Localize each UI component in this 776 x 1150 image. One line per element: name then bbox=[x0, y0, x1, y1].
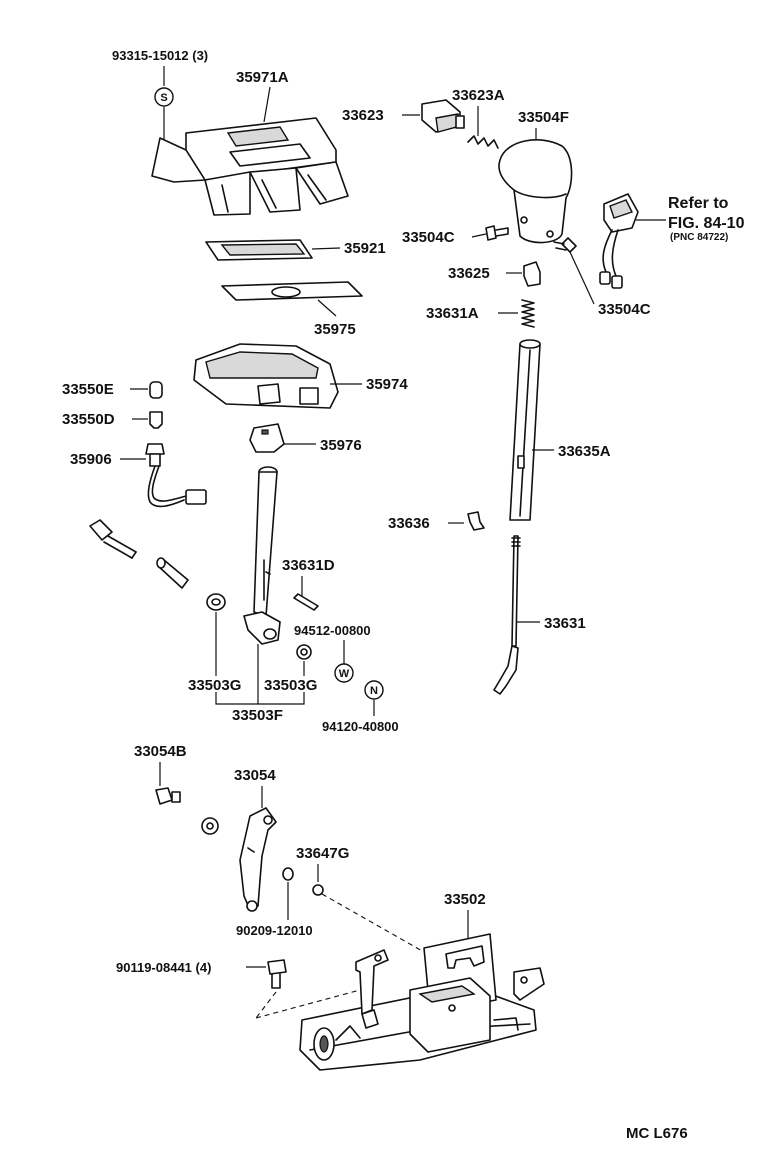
lever-labels: 33503G 33503G 33503F bbox=[188, 677, 317, 724]
rod-33631: 33631 bbox=[493, 535, 586, 695]
label-33631: 33631 bbox=[544, 615, 586, 632]
symbol-s-icon bbox=[154, 87, 174, 107]
slide-plate-35975: 35975 bbox=[221, 281, 363, 338]
label-33636: 33636 bbox=[388, 515, 430, 532]
label-33647G: 33647G bbox=[296, 845, 349, 862]
symbol-s-text: S bbox=[160, 92, 167, 104]
label-35976: 35976 bbox=[320, 437, 362, 454]
shift-lock-switch bbox=[599, 193, 666, 289]
nut-lower bbox=[201, 817, 219, 835]
shift-lever-33503F bbox=[243, 466, 281, 704]
shift-knob-33504F: 33504F bbox=[498, 109, 573, 244]
plate-35921: 35921 bbox=[205, 239, 386, 261]
label-90209-12010: 90209-12010 bbox=[236, 923, 313, 938]
label-33054B: 33054B bbox=[134, 743, 187, 760]
nut-94120-40800: N 94120-40800 bbox=[322, 680, 399, 734]
label-33503G-right: 33503G bbox=[264, 677, 317, 694]
label-33504C-right: 33504C bbox=[598, 301, 651, 318]
console-cover-35971A: 35971A bbox=[151, 69, 349, 216]
symbol-w-icon bbox=[334, 663, 354, 683]
button-33623: 33623 bbox=[342, 99, 465, 133]
bulb-33550D: 33550D bbox=[62, 411, 163, 429]
label-33623A: 33623A bbox=[452, 87, 505, 104]
clip-33636: 33636 bbox=[388, 511, 485, 532]
indicator-housing-35974: 35974 bbox=[193, 343, 408, 409]
label-35975: 35975 bbox=[314, 321, 356, 338]
label-33631A: 33631A bbox=[426, 305, 479, 322]
screw-33504C-left: 33504C bbox=[402, 225, 509, 246]
pin-33631D: 33631D bbox=[282, 557, 335, 611]
bushing-33503G-right bbox=[296, 644, 312, 676]
label-35974: 35974 bbox=[366, 376, 408, 393]
bolt-left bbox=[89, 519, 137, 559]
label-33054: 33054 bbox=[234, 767, 276, 784]
label-33623: 33623 bbox=[342, 107, 384, 124]
label-33550D: 33550D bbox=[62, 411, 115, 428]
figure-code: MC L676 bbox=[626, 1125, 688, 1142]
bolt-33054B: 33054B bbox=[134, 743, 187, 805]
screw-33504C-right: 33504C bbox=[553, 237, 651, 318]
label-33503F: 33503F bbox=[232, 707, 283, 724]
spring-33631A: 33631A bbox=[426, 299, 535, 328]
label-33503G-left: 33503G bbox=[188, 677, 241, 694]
bushing-33503G-left bbox=[206, 593, 226, 676]
label-93315-15012: 93315-15012 (3) bbox=[112, 48, 208, 63]
reference-line3: (PNC 84722) bbox=[670, 232, 728, 243]
label-35971A: 35971A bbox=[236, 69, 289, 86]
label-35921: 35921 bbox=[344, 240, 386, 257]
reference-line1: Refer to bbox=[668, 195, 729, 212]
bulb-33550E: 33550E bbox=[62, 381, 163, 399]
washer-90209-12010: 90209-12010 bbox=[236, 867, 313, 938]
reference-line2: FIG. 84-10 bbox=[668, 215, 745, 232]
label-90119-08441: 90119-08441 (4) bbox=[116, 960, 211, 975]
label-33504F: 33504F bbox=[518, 109, 569, 126]
label-94512-00800: 94512-00800 bbox=[294, 623, 371, 638]
sleeve-collar bbox=[156, 557, 189, 589]
symbol-n-text: N bbox=[370, 685, 378, 697]
nut-33647G: 33647G bbox=[296, 845, 425, 953]
label-33625: 33625 bbox=[448, 265, 490, 282]
spring-33623A: 33623A bbox=[452, 87, 505, 149]
label-33550E: 33550E bbox=[62, 381, 114, 398]
bolt-90119-08441: 90119-08441 (4) bbox=[116, 959, 361, 1019]
symbol-n-icon bbox=[364, 680, 384, 700]
bracket-33054: 33054 bbox=[234, 767, 277, 912]
symbol-w-text: W bbox=[339, 668, 350, 680]
washer-94512-00800: 94512-00800 W bbox=[294, 623, 371, 683]
shift-base-33502: 33502 bbox=[299, 891, 545, 1071]
block-33625: 33625 bbox=[448, 261, 541, 287]
reference-note: Refer to FIG. 84-10 (PNC 84722) bbox=[668, 195, 745, 243]
label-94120-40800: 94120-40800 bbox=[322, 719, 399, 734]
label-33504C-left: 33504C bbox=[402, 229, 455, 246]
label-35906: 35906 bbox=[70, 451, 112, 468]
label-33631D: 33631D bbox=[282, 557, 335, 574]
label-33635A: 33635A bbox=[558, 443, 611, 460]
knob-holder-35976: 35976 bbox=[249, 423, 362, 454]
socket-wire-35906: 35906 bbox=[70, 443, 207, 508]
label-33502: 33502 bbox=[444, 891, 486, 908]
screw-93315-15012: 93315-15012 (3) S bbox=[112, 48, 208, 161]
rod-33635A: 33635A bbox=[509, 339, 611, 521]
